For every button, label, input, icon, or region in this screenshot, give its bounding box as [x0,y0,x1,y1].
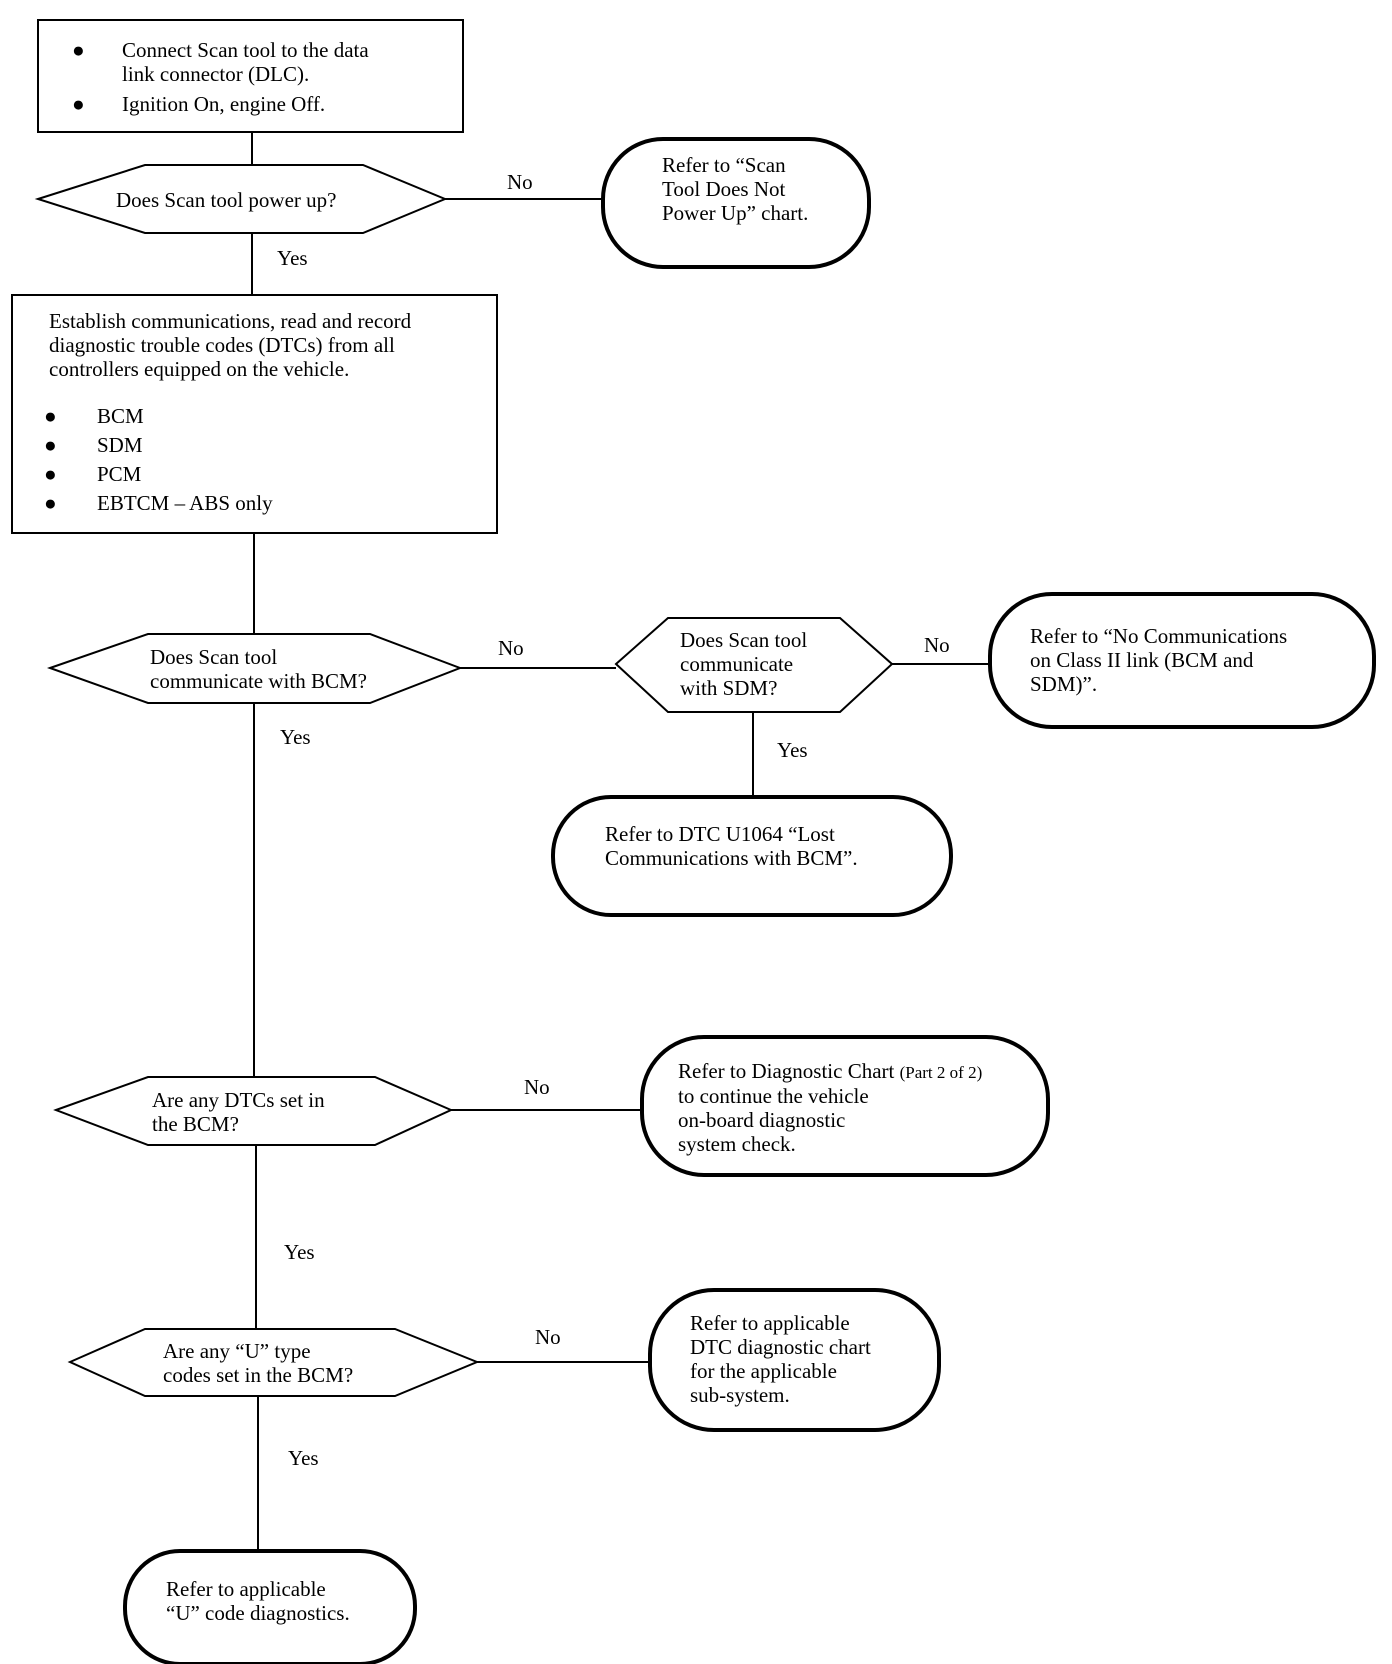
label-yes-dtcs: Yes [284,1240,315,1264]
label-no-sdm: No [924,633,950,657]
decision-sdm-comm [614,617,894,713]
terminator-dtc-u1064 [551,795,953,917]
terminator-part-2-line1-main: Refer to Diagnostic Chart [678,1059,895,1083]
terminator-dtc-u1064-text: Refer to DTC U1064 “Lost Communications … [605,822,858,870]
establish-bullet-4: ● EBTCM – ABS only [44,491,444,519]
start-box [37,19,464,133]
start-box-bullet-text-2: Ignition On, engine Off. [122,92,326,116]
establish-bullet-text-3: PCM [97,462,142,486]
establish-box [11,294,498,534]
establish-bullet-1: ● BCM [44,404,444,432]
terminator-u-code [123,1549,417,1664]
label-no-u: No [535,1325,561,1349]
decision-u-codes-text: Are any “U” type codes set in the BCM? [163,1339,354,1387]
decision-bcm-comm [46,633,463,704]
establish-box-text: Establish communications, read and recor… [49,309,412,381]
terminator-part-2-line1: Refer to Diagnostic Chart (Part 2 of 2) [678,1059,982,1085]
terminator-no-communications [988,592,1376,729]
terminator-applicable-dtc-text: Refer to applicable DTC diagnostic chart… [690,1311,871,1407]
bullet-icon: ● [44,404,57,428]
decision-power-up-text: Does Scan tool power up? [116,188,337,212]
label-yes-sdm: Yes [777,738,808,762]
establish-bullet-3: ● PCM [44,462,444,490]
label-yes-bcm: Yes [280,725,311,749]
bullet-icon: ● [44,462,57,486]
decision-sdm-comm-text: Does Scan tool communicate with SDM? [680,628,808,700]
establish-bullet-text-1: BCM [97,404,144,428]
start-box-bullet-2: ● Ignition On, engine Off. [72,92,452,122]
start-box-bullet-text-1: Connect Scan tool to the data link conne… [122,38,369,86]
terminator-part-2-line1-note: (Part 2 of 2) [899,1063,983,1082]
decision-dtcs-set [53,1076,454,1146]
terminator-applicable-dtc [648,1288,941,1432]
start-box-bullet-1: ● Connect Scan tool to the data link con… [72,38,452,134]
establish-bullet-text-4: EBTCM – ABS only [97,491,273,515]
terminator-u-code-text: Refer to applicable “U” code diagnostics… [166,1577,350,1625]
terminator-scan-tool-power [601,137,871,269]
terminator-part-2 [640,1035,1050,1177]
decision-bcm-comm-text: Does Scan tool communicate with BCM? [150,645,367,693]
decision-dtcs-set-text: Are any DTCs set in the BCM? [152,1088,325,1136]
establish-bullet-text-2: SDM [97,433,143,457]
label-no-dtcs: No [524,1075,550,1099]
terminator-part-2-text: to continue the vehicle on-board diagnos… [678,1084,869,1156]
terminator-scan-tool-power-text: Refer to “Scan Tool Does Not Power Up” c… [662,153,809,225]
establish-bullet-2: ● SDM [44,433,444,461]
decision-u-codes [67,1328,480,1397]
label-yes-power: Yes [277,246,308,270]
bullet-icon: ● [44,491,57,515]
decision-power-up [34,164,448,234]
label-yes-u: Yes [288,1446,319,1470]
label-no-power: No [507,170,533,194]
label-no-bcm: No [498,636,524,660]
bullet-icon: ● [44,433,57,457]
terminator-no-communications-text: Refer to “No Communications on Class II … [1030,624,1288,696]
bullet-icon: ● [72,38,85,62]
bullet-icon: ● [72,92,85,116]
